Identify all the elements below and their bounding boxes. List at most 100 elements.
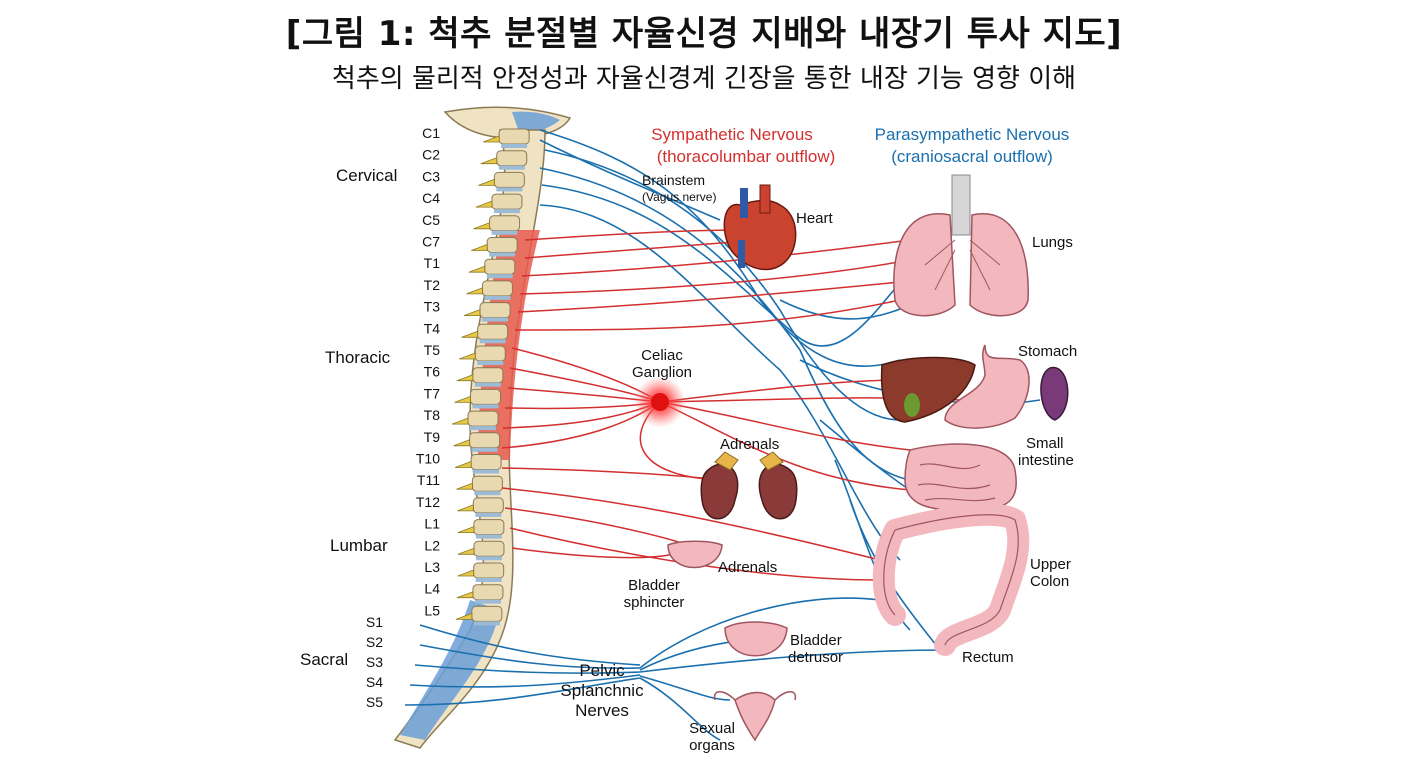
vertebra-label: T8 [424, 407, 441, 423]
vertebra-body [469, 388, 501, 405]
bladder-sphincter-label-2: sphincter [624, 594, 685, 611]
upper-colon-label-2: Colon [1030, 573, 1069, 590]
vertebra-label: C3 [422, 168, 440, 184]
vertebra-body [477, 323, 509, 340]
vertebra-body [484, 258, 516, 275]
figure-subtitle: 척추의 물리적 안정성과 자율신경계 긴장을 통한 내장 기능 영향 이해 [331, 64, 1077, 94]
intervertebral-disc [484, 295, 511, 300]
intervertebral-disc [473, 621, 500, 626]
spinous-process [459, 352, 476, 360]
vertebra-body [467, 410, 499, 427]
spinous-process [451, 417, 469, 425]
vertebra-label: C2 [422, 147, 440, 163]
vertebra-body [472, 584, 504, 601]
vertebra-body [491, 193, 523, 210]
intervertebral-disc [501, 144, 528, 148]
vertebra-body [470, 454, 502, 470]
upper-colon-label-1: Upper [1030, 556, 1071, 573]
lungs-organ [893, 174, 1029, 317]
parasympathetic-nerves [404, 129, 1041, 741]
spinous-process [456, 482, 473, 490]
parasympathetic-title: Parasympathetic Nervous [875, 125, 1070, 144]
sacral-level-label: S1 [366, 614, 383, 630]
intervertebral-disc [471, 447, 498, 452]
sexual-organs-label-1: Sexual [689, 720, 735, 737]
sacral-level-label: S3 [366, 654, 383, 670]
pelvic-label-2: Splanchnic [560, 681, 644, 700]
sympathetic-title: Sympathetic Nervous [651, 125, 813, 144]
spinous-process [456, 374, 474, 382]
spinous-process [454, 395, 471, 403]
vertebra-body [471, 475, 503, 492]
region-cervical-label: Cervical [336, 166, 397, 185]
liver-organ [880, 356, 976, 423]
celiac-label-2: Ganglion [632, 364, 692, 381]
bladder-detrusor-label-2: detrusor [788, 649, 843, 666]
vertebra-body [479, 302, 511, 319]
vertebra-body [481, 280, 513, 297]
spinous-process [482, 135, 500, 143]
spinous-process [468, 265, 486, 273]
colon-organ [872, 503, 1030, 656]
intervertebral-disc [479, 339, 506, 344]
adrenals-top-label: Adrenals [720, 436, 779, 453]
intervertebral-disc [474, 382, 501, 387]
vertebra-label: T2 [424, 277, 441, 293]
spinous-process [478, 178, 495, 186]
intervertebral-disc [496, 187, 523, 192]
intervertebral-disc [498, 165, 525, 170]
bladder-sphincter-organ [667, 540, 723, 569]
intervertebral-disc [493, 209, 520, 214]
heart-label: Heart [796, 210, 834, 227]
vertebra-label: T6 [424, 364, 441, 380]
kidney-organ-right [1040, 366, 1069, 421]
spinous-process [463, 309, 481, 316]
vertebra-body [469, 432, 501, 449]
vertebra-label: C4 [422, 190, 440, 206]
figure-title: [그림 1: 척추 분절별 자율신경 지배와 내장기 투사 지도] [285, 14, 1123, 54]
pelvic-label-1: Pelvic [579, 661, 625, 680]
small-intestine-organ [904, 443, 1017, 512]
vertebra-label: C5 [422, 212, 440, 228]
stomach-label: Stomach [1018, 343, 1077, 360]
sexual-organs [713, 691, 797, 742]
region-sacral-label: Sacral [300, 650, 348, 669]
intervertebral-disc [472, 404, 499, 409]
vertebra-label: L1 [424, 516, 440, 532]
region-thoracic-label: Thoracic [325, 348, 391, 367]
spinous-process [471, 243, 488, 251]
lungs-label: Lungs [1032, 234, 1073, 251]
small-intestine-label-1: Small [1026, 435, 1064, 452]
vertebra-body [496, 150, 528, 167]
sexual-organs-label-2: organs [689, 737, 735, 754]
spinous-process [466, 287, 483, 295]
vertebra-label: T4 [424, 320, 441, 336]
intervertebral-disc [477, 361, 504, 365]
heart-organ [723, 184, 797, 271]
spinous-process [457, 504, 474, 512]
pelvic-label-3: Nerves [575, 701, 629, 720]
intervertebral-disc [473, 469, 500, 474]
intervertebral-disc [474, 599, 501, 604]
vertebra-body [473, 519, 505, 536]
intervertebral-disc [486, 274, 513, 279]
vertebra-label: T5 [424, 342, 441, 358]
brainstem-label: Brainstem [642, 172, 705, 188]
vertebra-body [473, 562, 505, 579]
parasympathetic-subtitle: (craniosacral outflow) [891, 147, 1053, 166]
stomach-organ [944, 344, 1030, 429]
spinous-process [454, 460, 472, 468]
intervertebral-disc [475, 512, 502, 517]
intervertebral-disc [474, 491, 501, 496]
vertebra-label: C1 [422, 125, 440, 141]
vertebra-body [472, 367, 504, 384]
spinous-process [457, 569, 475, 577]
vertebra-body [471, 605, 503, 622]
vertebra-label: T1 [424, 255, 441, 271]
adrenal-kidney-right [758, 451, 798, 520]
vertebra-body [473, 540, 505, 557]
vertebra-label: C7 [422, 234, 440, 250]
vertebra-label: T11 [417, 472, 440, 488]
